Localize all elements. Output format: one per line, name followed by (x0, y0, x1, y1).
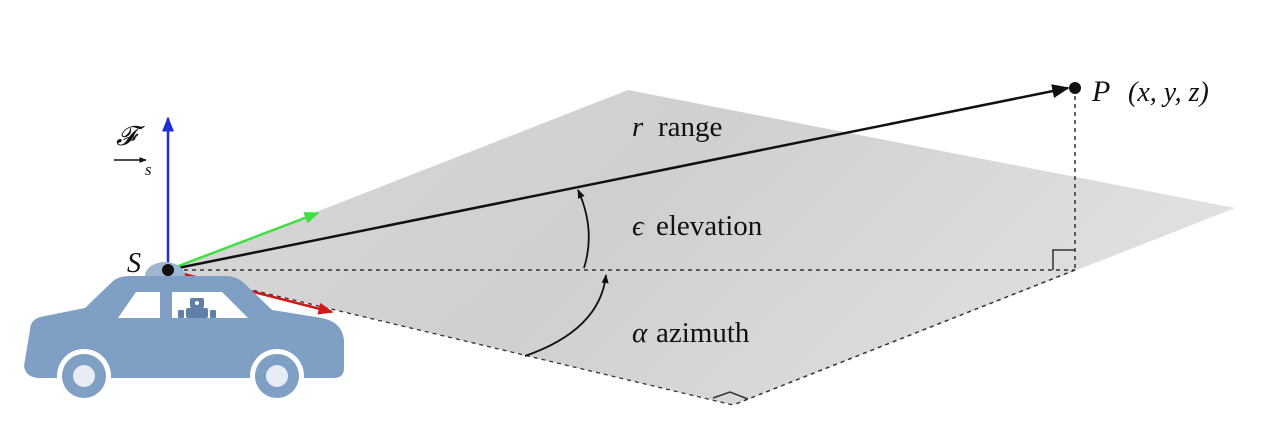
car-icon (24, 262, 344, 403)
ground-plane (168, 90, 1235, 405)
robot-driver-icon (178, 298, 216, 318)
azimuth-arc (524, 274, 609, 357)
point-label: P (1091, 75, 1110, 108)
point-coords-label: (x, y, z) (1128, 77, 1209, 108)
plane-edge-dashed-left (167, 269, 734, 406)
right-angle-marker-bottom (712, 391, 749, 400)
axis-forward-green (167, 211, 320, 272)
elevation-symbol: ϵ (632, 210, 645, 242)
elevation-arc (577, 189, 590, 269)
azimuth-symbol: α (632, 317, 648, 349)
point-p-marker (1069, 82, 1081, 94)
sensor-label: S (127, 248, 141, 279)
range-label: range (658, 111, 722, 143)
range-symbol: r (632, 111, 644, 143)
car-window-front (118, 292, 160, 318)
right-angle-marker (1052, 249, 1075, 270)
azimuth-label: azimuth (656, 317, 750, 349)
plane-edge-dashed (732, 269, 1076, 406)
frame-subscript: s (145, 160, 152, 179)
elevation-label: elevation (656, 210, 763, 242)
sensor-origin-marker (162, 264, 174, 276)
range-ray (167, 84, 1070, 272)
frame-label: 𝓕 (116, 121, 145, 151)
